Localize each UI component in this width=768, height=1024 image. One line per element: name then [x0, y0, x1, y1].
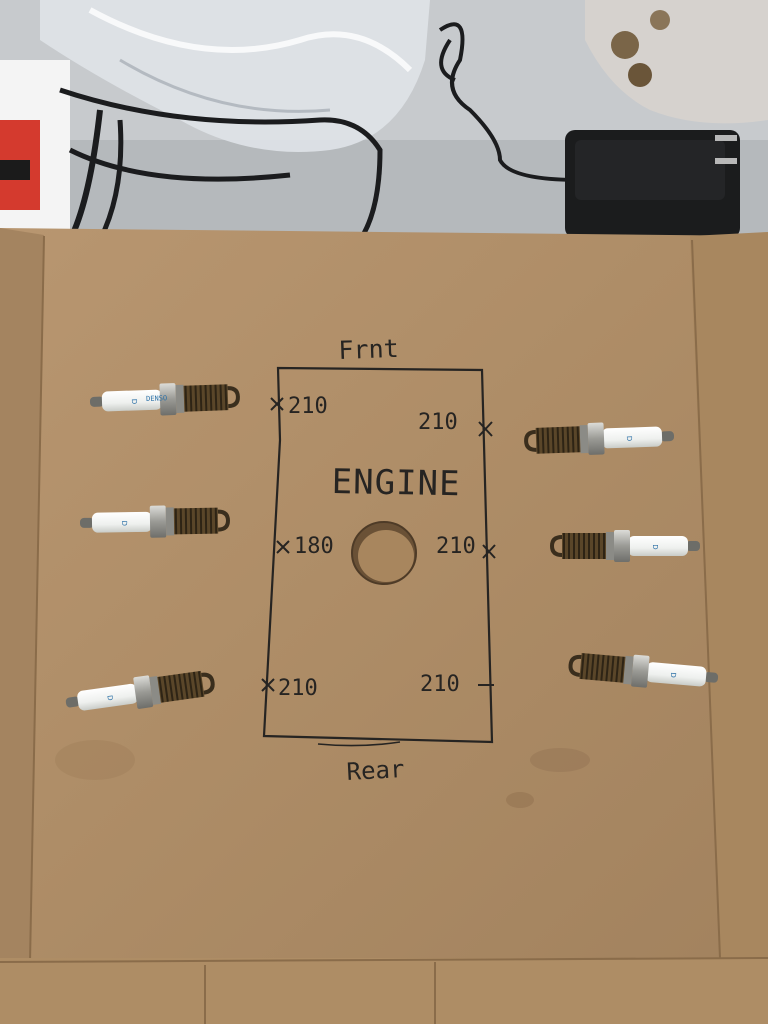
- reading-left-rear: 210: [278, 676, 318, 701]
- x-marks: [261, 397, 496, 692]
- plug-brand-text: DENSO: [145, 394, 168, 403]
- engine-label: ENGINE: [331, 462, 461, 505]
- reading-left-middle: 180: [294, 534, 334, 559]
- rear-label: Rear: [345, 754, 406, 786]
- reading-right-rear: 210: [420, 672, 460, 697]
- reading-right-middle: 210: [436, 534, 476, 559]
- reading-left-front: 210: [288, 394, 328, 419]
- front-label: Frnt: [337, 333, 400, 365]
- reading-right-front: 210: [418, 410, 458, 435]
